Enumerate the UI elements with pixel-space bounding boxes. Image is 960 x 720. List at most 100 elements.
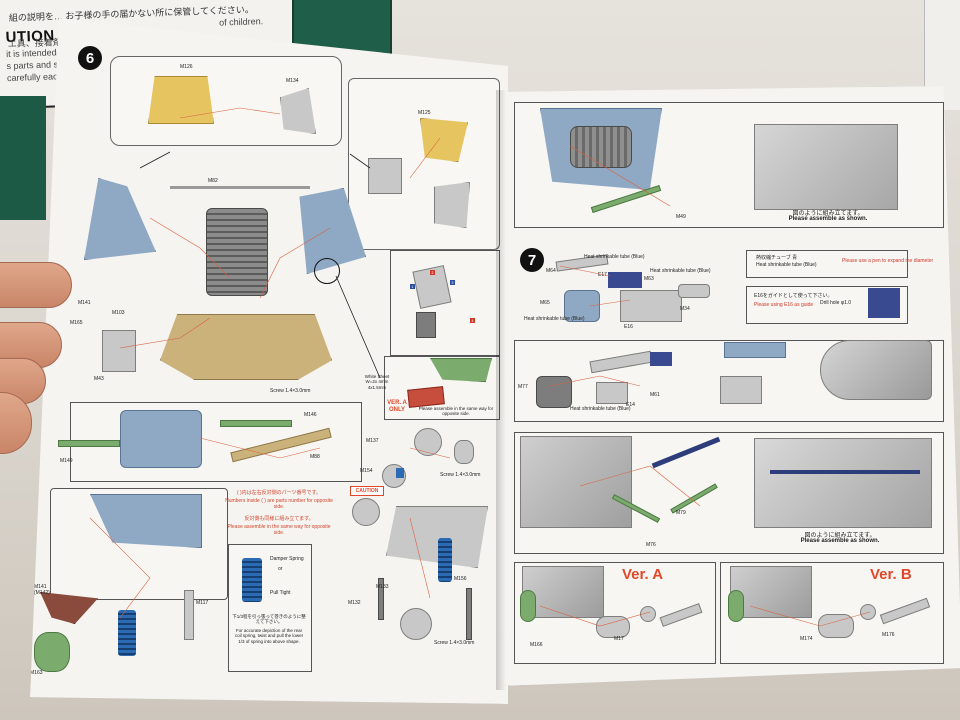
bg-children-text: of children. — [219, 16, 264, 28]
cross-bar — [170, 186, 310, 189]
heat-shrink-label-3: Heat shrinkable tube (Blue) — [524, 316, 585, 322]
label-e14: E14 — [626, 402, 635, 408]
drive-shaft-left — [58, 440, 120, 447]
bg-line-3: carefully each — [6, 71, 63, 84]
label-m166: M166 — [530, 642, 543, 648]
engine-side-view — [820, 340, 932, 400]
label-m163: M163 — [30, 670, 43, 676]
spring-note: For accurate depiction of the rear coil … — [234, 628, 304, 644]
label-m34: M34 — [680, 306, 690, 312]
label-m133: M133 — [376, 584, 389, 590]
label-m64: M64 — [546, 268, 556, 274]
blue-bushing — [396, 468, 404, 478]
tube-tip: Please use a pen to expand the diameter — [842, 258, 934, 264]
engine-block — [206, 208, 268, 296]
brake-disc — [400, 608, 432, 640]
tube-note-box — [746, 250, 908, 278]
drive-shaft-right — [220, 420, 292, 427]
heat-shrink-label-1: Heat shrinkable tube (Blue) — [584, 254, 645, 260]
tag-blue-1: 1 — [410, 284, 415, 289]
label-m103: M103 — [112, 310, 125, 316]
label-m43: M43 — [94, 376, 104, 382]
drill-note: Please using E16 as guide — [754, 302, 814, 308]
label-screw-1: Screw 1.4×3.0mm — [270, 388, 311, 394]
drill-note-jp: E16をガイドとして使って下さい。 — [754, 293, 833, 299]
label-screw-2: Screw 1.4×3.0mm — [440, 472, 481, 478]
label-m65: M65 — [540, 300, 550, 306]
muffler-b — [818, 614, 854, 638]
intercooler-2 — [596, 382, 628, 404]
tan-floor-pan — [160, 314, 332, 380]
turbo-part — [536, 376, 572, 408]
exhaust-tip-a — [640, 606, 656, 622]
label-m137: M137 — [366, 438, 379, 444]
label-m63: M63 — [644, 276, 654, 282]
damper-rod — [184, 590, 194, 640]
same-way-note: Please assemble in the same way for oppo… — [227, 524, 331, 536]
drill-hole-label: Drill hole φ1.0 — [820, 300, 852, 306]
coolant-tank — [102, 330, 136, 372]
label-m82: M82 — [208, 178, 218, 184]
magnifier-circle — [314, 258, 340, 284]
intercooler-1 — [620, 290, 682, 322]
engine-top-view-1 — [570, 126, 632, 168]
tie-rod-right — [466, 588, 472, 640]
label-m154: M154 — [360, 468, 373, 474]
hand — [0, 262, 78, 522]
blue-brace-installed — [770, 470, 920, 474]
heat-shrink-label-2: Heat shrinkable tube (Blue) — [650, 268, 711, 274]
same-way-note-jp: 反対側も同様に組み立てます。 — [244, 516, 314, 522]
pipe-1 — [678, 284, 710, 298]
green-pipe-a — [520, 590, 536, 622]
label-e16: E16 — [624, 324, 633, 330]
panel-spring-note — [228, 544, 312, 672]
assemble-caption-jp-1: 図のように組み立てます。 — [792, 211, 864, 217]
white-sheet-note: White Sheet W=2x 4mm 4x1.5mm — [364, 374, 390, 390]
assembled-view-1 — [754, 124, 898, 210]
label-m132: M132 — [348, 600, 361, 606]
instruction-page-right: M49 図のように組み立てます。 Please assemble as show… — [500, 86, 960, 686]
label-m88: M88 — [310, 454, 320, 460]
label-m79: M79 — [676, 510, 686, 516]
numbers-note: Numbers inside ( ) are parts number for … — [225, 498, 333, 510]
blue-frame-left — [84, 178, 156, 260]
intake-pipe — [724, 342, 786, 358]
label-m49: M49 — [676, 214, 686, 220]
step-6-badge: 6 — [78, 46, 102, 70]
label-m156: M156 — [454, 576, 467, 582]
green-upright — [34, 632, 70, 672]
blue-sheet-2 — [650, 352, 672, 366]
muffler-a — [596, 616, 630, 638]
assembled-view-2 — [754, 438, 932, 528]
damper-spring-title: Damper Spring — [270, 556, 304, 562]
tag-blue-2: 3 — [450, 280, 455, 285]
label-m117: M117 — [196, 600, 209, 606]
hub-part — [414, 428, 442, 456]
index-finger — [0, 262, 72, 308]
instruction-page-left: 6 M126 M134 M125 M82 M141 M103 M165 M43 … — [30, 18, 508, 704]
damper-or: or — [278, 566, 283, 572]
yellow-bracket-part — [148, 76, 214, 124]
label-m141: M141 — [78, 300, 91, 306]
tie-rod-left — [378, 578, 384, 620]
step-7-badge: 7 — [520, 248, 544, 272]
ver-b-label: Ver. B — [870, 566, 912, 583]
assemble-caption-2: Please assemble as shown. — [800, 538, 880, 544]
label-m165: M165 — [70, 320, 83, 326]
label-m77: M77 — [518, 384, 528, 390]
ver-a-label: Ver. A — [622, 566, 664, 583]
spring-illustration — [242, 558, 262, 602]
opposite-note: Please assemble in the same way for oppo… — [418, 406, 494, 417]
lower-frame — [386, 506, 488, 568]
upright-part — [454, 440, 474, 464]
label-m126: M126 — [180, 64, 193, 70]
small-bracket — [416, 312, 436, 338]
gray-plate-part-2 — [434, 182, 470, 228]
green-pipe-b — [728, 590, 744, 622]
label-m149: M149 — [60, 458, 73, 464]
tag-red-1: 2 — [430, 270, 435, 275]
tube-note-jp: 熱収縮チューブ 青 — [756, 255, 798, 261]
drill-guide-sheet — [868, 288, 900, 318]
green-edge — [0, 96, 46, 220]
